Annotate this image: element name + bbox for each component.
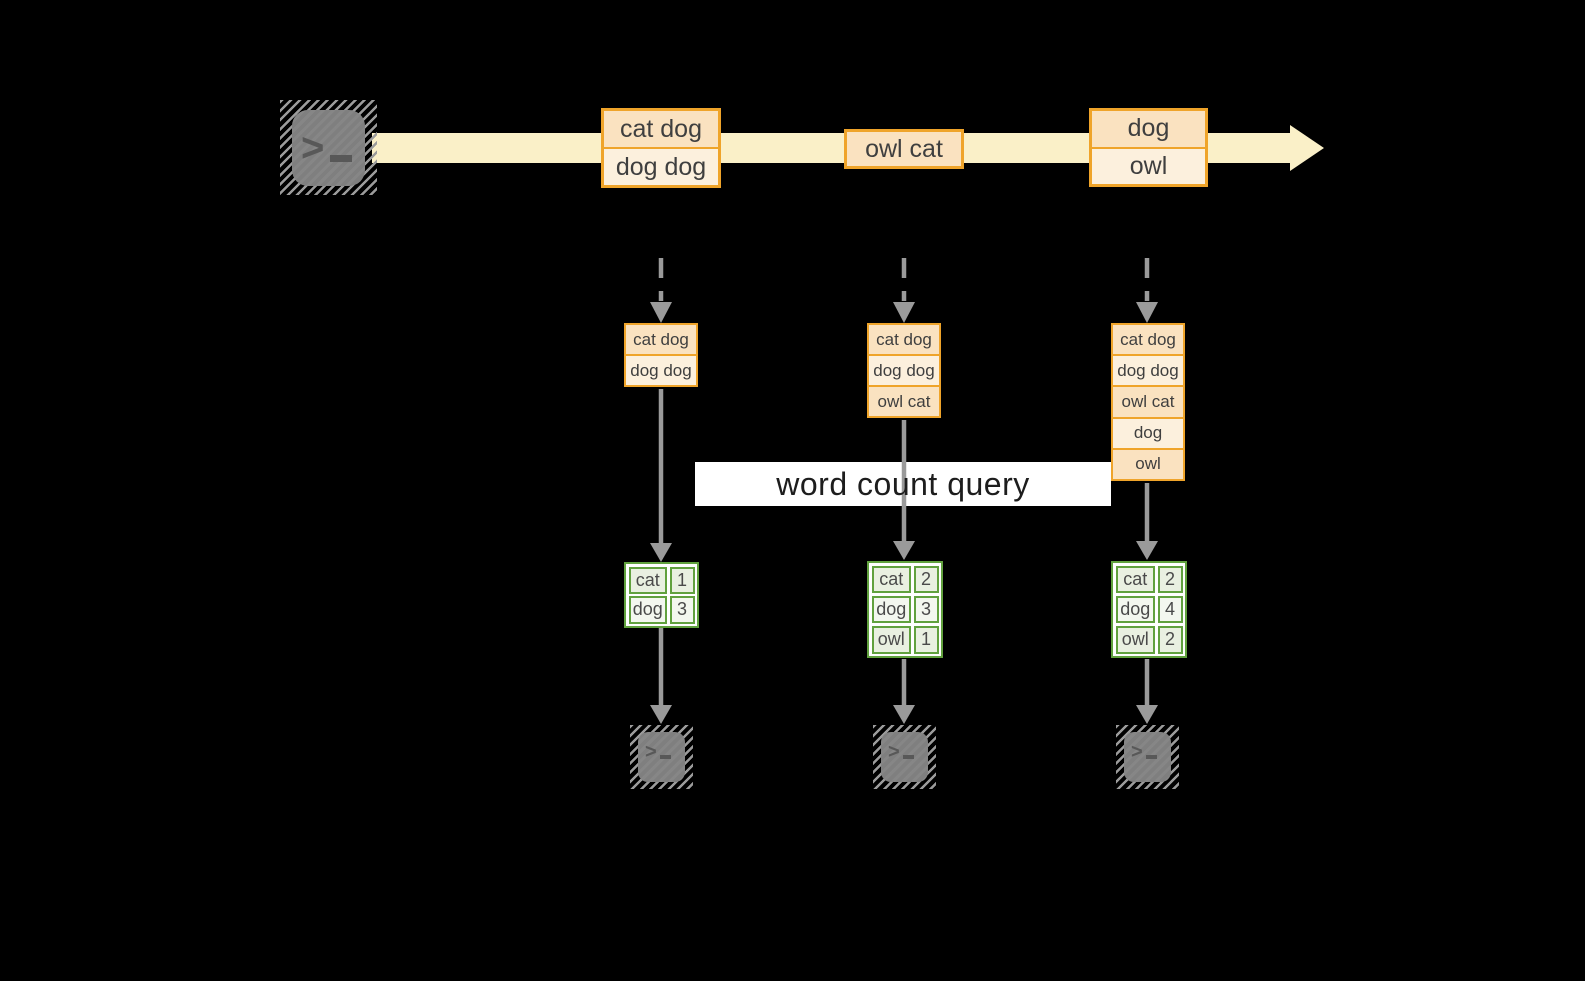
terminal-screen: > bbox=[638, 732, 685, 782]
arrowhead-icon bbox=[893, 541, 915, 560]
terminal-icon: > bbox=[1116, 725, 1179, 789]
arrowhead-icon bbox=[650, 705, 672, 724]
count-word: owl bbox=[1115, 625, 1155, 654]
count-word: cat bbox=[1115, 565, 1155, 594]
prompt-chevron-icon: > bbox=[1131, 741, 1143, 763]
terminal-prompt: > bbox=[888, 741, 914, 763]
state-line: dog dog bbox=[626, 354, 696, 385]
count-value: 3 bbox=[669, 596, 695, 624]
terminal-icon: > bbox=[873, 725, 936, 789]
state-line: cat dog bbox=[626, 325, 696, 354]
state-line: dog dog bbox=[869, 354, 939, 385]
prompt-chevron-icon: > bbox=[301, 126, 325, 170]
count-value: 1 bbox=[669, 566, 695, 594]
count-word: owl bbox=[871, 625, 911, 654]
arrowhead-icon bbox=[1136, 705, 1158, 724]
arrowhead-icon bbox=[1136, 302, 1158, 323]
event-line: dog bbox=[1092, 111, 1205, 147]
terminal-screen: > bbox=[292, 110, 365, 186]
terminal-cursor-icon bbox=[902, 755, 914, 759]
stream-event-box-1: cat dog dog dog bbox=[601, 108, 721, 188]
terminal-icon: > bbox=[280, 100, 377, 195]
count-value: 4 bbox=[1157, 595, 1183, 624]
count-table-3: cat 2 dog 4 owl 2 bbox=[1111, 561, 1187, 658]
count-table-2: cat 2 dog 3 owl 1 bbox=[867, 561, 943, 658]
count-word: dog bbox=[1115, 595, 1155, 624]
count-word: dog bbox=[628, 596, 667, 624]
arrowhead-icon bbox=[893, 705, 915, 724]
terminal-prompt: > bbox=[645, 741, 671, 763]
terminal-screen: > bbox=[1124, 732, 1171, 782]
event-line: owl bbox=[1092, 146, 1205, 184]
event-line: cat dog bbox=[604, 111, 718, 147]
stream-event-box-2: owl cat bbox=[844, 129, 964, 169]
terminal-prompt: > bbox=[301, 126, 353, 170]
stream-arrow-head bbox=[1290, 125, 1324, 171]
state-stack-3: cat dog dog dog owl cat dog owl bbox=[1111, 323, 1185, 481]
state-line: dog dog bbox=[1113, 354, 1183, 386]
count-value: 2 bbox=[1157, 625, 1183, 654]
prompt-chevron-icon: > bbox=[888, 741, 900, 763]
prompt-chevron-icon: > bbox=[645, 741, 657, 763]
stream-event-box-3: dog owl bbox=[1089, 108, 1208, 187]
terminal-cursor-icon bbox=[1145, 755, 1157, 759]
terminal-screen: > bbox=[881, 732, 928, 782]
count-value: 2 bbox=[1157, 565, 1183, 594]
count-word: dog bbox=[871, 595, 911, 624]
state-stack-1: cat dog dog dog bbox=[624, 323, 698, 387]
arrowhead-icon bbox=[893, 302, 915, 323]
count-value: 1 bbox=[913, 625, 939, 654]
state-line: cat dog bbox=[869, 325, 939, 354]
count-value: 3 bbox=[913, 595, 939, 624]
event-line: owl cat bbox=[847, 132, 961, 166]
state-line: owl bbox=[1113, 447, 1183, 480]
arrowhead-icon bbox=[650, 543, 672, 562]
arrowhead-icon bbox=[1136, 541, 1158, 560]
state-line: cat dog bbox=[1113, 325, 1183, 355]
event-line: dog dog bbox=[604, 147, 718, 185]
terminal-cursor-icon bbox=[659, 755, 671, 759]
terminal-cursor-icon bbox=[330, 155, 353, 162]
query-title: word count query bbox=[776, 465, 1030, 502]
count-word: cat bbox=[628, 566, 667, 594]
state-line: owl cat bbox=[869, 385, 939, 416]
terminal-icon: > bbox=[630, 725, 693, 789]
terminal-prompt: > bbox=[1131, 741, 1157, 763]
count-value: 2 bbox=[913, 565, 939, 594]
state-line: owl cat bbox=[1113, 385, 1183, 417]
arrowhead-icon bbox=[650, 302, 672, 323]
state-line: dog bbox=[1113, 416, 1183, 448]
state-stack-2: cat dog dog dog owl cat bbox=[867, 323, 941, 418]
count-table-1: cat 1 dog 3 bbox=[624, 562, 699, 628]
count-word: cat bbox=[871, 565, 911, 594]
